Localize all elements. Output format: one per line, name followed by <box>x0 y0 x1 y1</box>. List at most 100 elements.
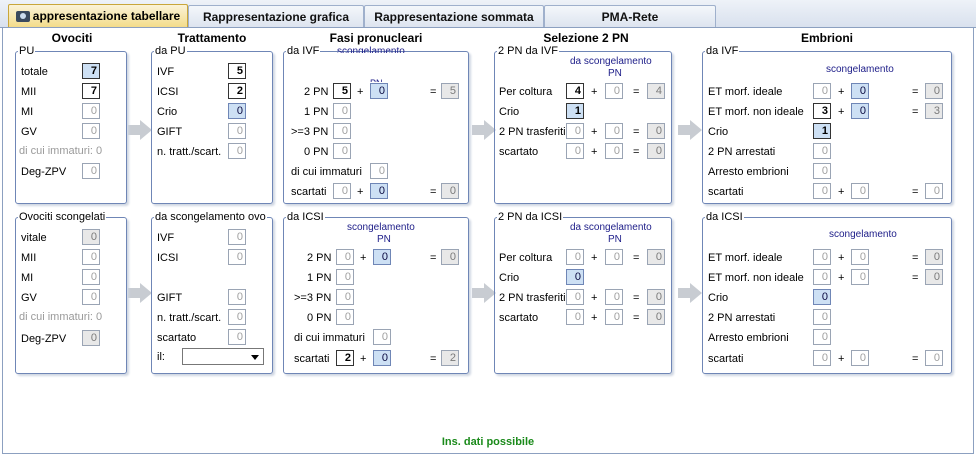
scartati-total-field[interactable]: 0 <box>925 183 943 199</box>
tab-rappresentazione-grafica[interactable]: Rappresentazione grafica <box>188 5 364 27</box>
scartati-total-field[interactable]: 0 <box>441 183 459 199</box>
trasferiti-scong-field[interactable]: 0 <box>605 289 623 305</box>
et-non-ideale-scong-field[interactable]: 0 <box>851 103 869 119</box>
totale-field[interactable]: 7 <box>82 63 100 79</box>
trasferiti-total-field[interactable]: 0 <box>647 289 665 305</box>
et-non-ideale-field[interactable]: 0 <box>813 269 831 285</box>
plus-sign: + <box>838 252 845 264</box>
vitale-field[interactable]: 0 <box>82 229 100 245</box>
trasferiti-scong-field[interactable]: 0 <box>605 123 623 139</box>
immaturi-field[interactable]: 0 <box>370 163 388 179</box>
scartato-scong-field[interactable]: 0 <box>605 143 623 159</box>
et-non-ideale-field[interactable]: 3 <box>813 103 831 119</box>
et-ideale-field[interactable]: 0 <box>813 83 831 99</box>
immaturi-field[interactable]: 0 <box>373 329 391 345</box>
crio-field[interactable]: 1 <box>566 103 584 119</box>
tab-pma-rete[interactable]: PMA-Rete <box>544 5 716 27</box>
coltura-scong-field[interactable]: 0 <box>605 83 623 99</box>
tab-label: PMA-Rete <box>601 9 659 24</box>
et-ideale-scong-field[interactable]: 0 <box>851 249 869 265</box>
mii-field[interactable]: 7 <box>82 83 100 99</box>
scartati-field[interactable]: 0 <box>333 183 351 199</box>
scartato-field[interactable]: 0 <box>228 329 246 345</box>
gift-field[interactable]: 0 <box>228 289 246 305</box>
2pn-scong-field[interactable]: 0 <box>373 249 391 265</box>
trasferiti-total-field[interactable]: 0 <box>647 123 665 139</box>
mii-field[interactable]: 0 <box>82 249 100 265</box>
icsi-field[interactable]: 2 <box>228 83 246 99</box>
ivf-field[interactable]: 5 <box>228 63 246 79</box>
0pn-field[interactable]: 0 <box>336 309 354 325</box>
coltura-field[interactable]: 0 <box>566 249 584 265</box>
et-non-ideale-scong-field[interactable]: 0 <box>851 269 869 285</box>
scartato-field[interactable]: 0 <box>566 143 584 159</box>
coltura-scong-field[interactable]: 0 <box>605 249 623 265</box>
2pn-field[interactable]: 0 <box>336 249 354 265</box>
label-deg-zpv: Deg-ZPV <box>21 166 67 178</box>
tab-rappresentazione-tabellare[interactable]: appresentazione tabellare <box>8 4 188 27</box>
ivf-field[interactable]: 0 <box>228 229 246 245</box>
label-0pn: 0 PN <box>304 146 329 158</box>
tab-rappresentazione-sommata[interactable]: Rappresentazione sommata <box>364 5 544 27</box>
scartato-total-field[interactable]: 0 <box>647 309 665 325</box>
trasferiti-field[interactable]: 0 <box>566 289 584 305</box>
label-scartati: scartati <box>708 353 744 365</box>
n-tratt-field[interactable]: 0 <box>228 309 246 325</box>
equals-sign: = <box>633 86 640 98</box>
scartati-field[interactable]: 0 <box>813 350 831 366</box>
1pn-field[interactable]: 0 <box>336 269 354 285</box>
2pn-field[interactable]: 5 <box>333 83 351 99</box>
mi-field[interactable]: 0 <box>82 269 100 285</box>
deg-zpv-field[interactable]: 0 <box>82 330 100 346</box>
equals-sign: = <box>912 86 919 98</box>
arresto-embrioni-field[interactable]: 0 <box>813 163 831 179</box>
arresto-embrioni-field[interactable]: 0 <box>813 329 831 345</box>
icsi-field[interactable]: 0 <box>228 249 246 265</box>
scartati-field[interactable]: 2 <box>336 350 354 366</box>
3pn-field[interactable]: 0 <box>333 123 351 139</box>
crio-field[interactable]: 1 <box>813 123 831 139</box>
et-non-ideale-total-field[interactable]: 3 <box>925 103 943 119</box>
plus-sign: + <box>591 126 598 138</box>
scartato-scong-field[interactable]: 0 <box>605 309 623 325</box>
2pn-total-field[interactable]: 0 <box>441 249 459 265</box>
n-tratt-field[interactable]: 0 <box>228 143 246 159</box>
et-ideale-scong-field[interactable]: 0 <box>851 83 869 99</box>
coltura-total-field[interactable]: 0 <box>647 249 665 265</box>
mi-field[interactable]: 0 <box>82 103 100 119</box>
scartati-total-field[interactable]: 0 <box>925 350 943 366</box>
panel-legend: da ICSI <box>287 211 324 223</box>
scartato-field[interactable]: 0 <box>566 309 584 325</box>
trasferiti-field[interactable]: 0 <box>566 123 584 139</box>
gv-field[interactable]: 0 <box>82 123 100 139</box>
2pn-scong-field[interactable]: 0 <box>370 83 388 99</box>
et-non-ideale-total-field[interactable]: 0 <box>925 269 943 285</box>
panel-ovociti-scongelati: Ovociti scongelati <box>15 212 127 374</box>
scartati-scong-field[interactable]: 0 <box>851 350 869 366</box>
gv-field[interactable]: 0 <box>82 289 100 305</box>
0pn-field[interactable]: 0 <box>333 143 351 159</box>
coltura-field[interactable]: 4 <box>566 83 584 99</box>
et-ideale-field[interactable]: 0 <box>813 249 831 265</box>
scartati-field[interactable]: 0 <box>813 183 831 199</box>
scartati-total-field[interactable]: 2 <box>441 350 459 366</box>
1pn-field[interactable]: 0 <box>333 103 351 119</box>
et-ideale-total-field[interactable]: 0 <box>925 83 943 99</box>
deg-zpv-field[interactable]: 0 <box>82 163 100 179</box>
scartati-scong-field[interactable]: 0 <box>370 183 388 199</box>
2pn-total-field[interactable]: 5 <box>441 83 459 99</box>
et-ideale-total-field[interactable]: 0 <box>925 249 943 265</box>
crio-field[interactable]: 0 <box>228 103 246 119</box>
crio-field[interactable]: 0 <box>566 269 584 285</box>
scartato-total-field[interactable]: 0 <box>647 143 665 159</box>
date-select[interactable] <box>182 348 264 365</box>
scartati-scong-field[interactable]: 0 <box>373 350 391 366</box>
scongelamento-label: scongelamento <box>829 229 897 240</box>
2pn-arrestati-field[interactable]: 0 <box>813 309 831 325</box>
gift-field[interactable]: 0 <box>228 123 246 139</box>
3pn-field[interactable]: 0 <box>336 289 354 305</box>
scartati-scong-field[interactable]: 0 <box>851 183 869 199</box>
2pn-arrestati-field[interactable]: 0 <box>813 143 831 159</box>
coltura-total-field[interactable]: 4 <box>647 83 665 99</box>
crio-field[interactable]: 0 <box>813 289 831 305</box>
